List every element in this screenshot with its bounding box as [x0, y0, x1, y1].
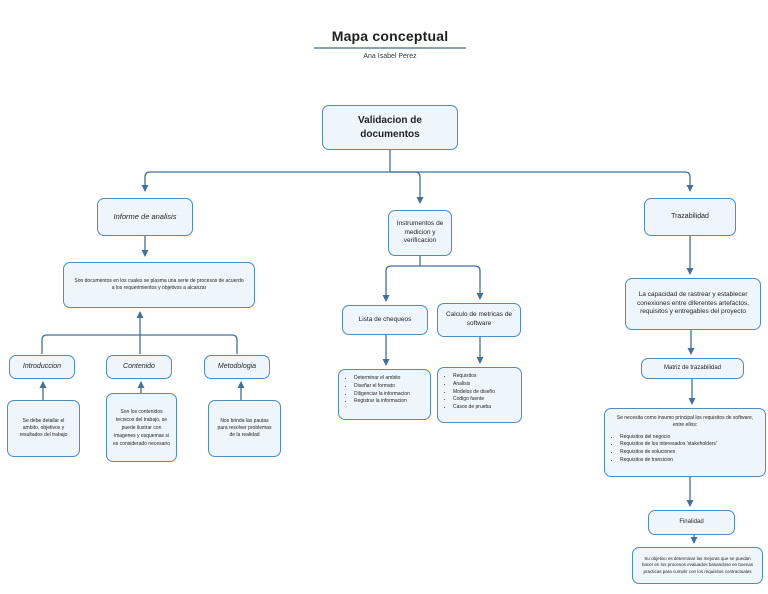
connector-left-bracket: [41, 334, 238, 354]
connector-root-instrumentos: [390, 171, 424, 204]
connector-root-trazabilidad: [390, 171, 694, 192]
node-introduccion-descripcion: Se debe detallar el ambito, objetivos y …: [7, 400, 80, 457]
node-matriz-trazabilidad: Matriz de trazabilidad: [641, 358, 744, 379]
node-finalidad: Finalidad: [648, 510, 735, 535]
list-item: Registrar la informacion: [354, 398, 410, 405]
metricas-items: RequisitosAnalisisModelos de diseñoCodig…: [444, 373, 495, 412]
list-item: Requisitos: [453, 373, 495, 380]
node-finalidad-descripcion: Su objetivo es determinar las mejoras qu…: [632, 547, 763, 584]
node-lista-chequeos: Lista de chequeos: [342, 305, 428, 335]
node-calculo-metricas: Calculo de metricas de software: [437, 303, 521, 337]
connector-instrumentos-calculo: [420, 265, 484, 300]
node-lista-chequeos-items: Determinar el ambitoDiseñar el formatoDi…: [338, 369, 431, 420]
node-calculo-metricas-items: RequisitosAnalisisModelos de diseñoCodig…: [437, 367, 522, 423]
page-title: Mapa conceptual: [314, 28, 466, 49]
list-item: Codigo fuente: [453, 396, 495, 403]
checklist-items: Determinar el ambitoDiseñar el formatoDi…: [345, 375, 410, 406]
connector-instrumentos-lista: [382, 265, 420, 302]
node-validacion-documentos: Validacion de documentos: [322, 105, 458, 150]
list-item: Diligenciar la informacion: [354, 391, 410, 398]
list-item: Casos de prueba: [453, 404, 495, 411]
node-requisitos-insumo: Se necesita como insumo principal los re…: [604, 408, 766, 477]
node-contenido-descripcion: Son los contenidos tecnicos del trabajo,…: [106, 393, 177, 462]
list-item: Analisis: [453, 381, 495, 388]
node-introduccion: Introduccion: [9, 355, 75, 379]
author-name: Ana Isabel Perez: [363, 53, 417, 60]
insumo-intro-text: Se necesita como insumo principal los re…: [616, 415, 754, 428]
node-metodologia-descripcion: Nos brinda las pautas para resolver prob…: [208, 400, 281, 457]
node-informe-descripcion: Son documentos en los cuales se plasma u…: [63, 262, 255, 308]
node-contenido: Contenido: [106, 355, 172, 379]
node-instrumentos-medicion: Instrumentos de medicion y verificacion: [388, 210, 452, 256]
list-item: Determinar el ambito: [354, 375, 410, 382]
list-item: Requisitos de transicion: [620, 457, 717, 464]
node-informe-analisis: Informe de analisis: [97, 198, 193, 236]
node-trazabilidad: Trazabilidad: [644, 198, 736, 236]
list-item: Diseñar el formato: [354, 383, 410, 390]
page-header: Mapa conceptual Ana Isabel Perez: [314, 28, 466, 60]
node-trazabilidad-descripcion: La capacidad de rastrear y establecer co…: [625, 278, 761, 330]
list-item: Modelos de diseño: [453, 389, 495, 396]
list-item: Requisitos del negocio: [620, 434, 717, 441]
list-item: Requisitos de los interesados 'stakehold…: [620, 441, 717, 448]
requisitos-items: Requisitos del negocioRequisitos de los …: [611, 434, 717, 465]
connector-root-informe: [141, 171, 390, 192]
node-metodologia: Metodologia: [204, 355, 270, 379]
list-item: Requisitos de soluciones: [620, 449, 717, 456]
